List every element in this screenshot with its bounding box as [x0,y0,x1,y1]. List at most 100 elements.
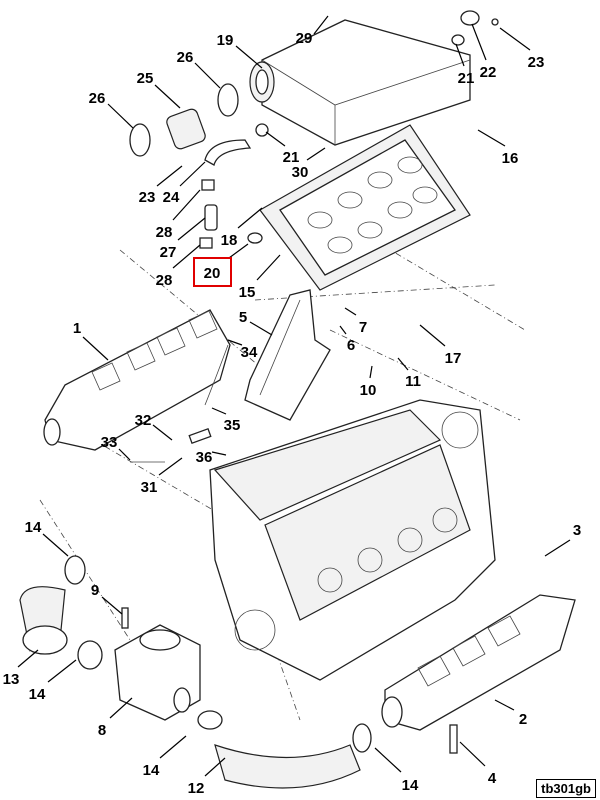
leader-line-1 [82,336,109,361]
callout-23: 23 [528,54,545,71]
callout-29: 29 [296,30,313,47]
leader-line-23 [156,165,183,187]
callout-26: 26 [89,90,106,107]
callout-24: 24 [163,189,180,206]
leader-line-24 [179,161,206,187]
leader-line-14 [47,659,77,683]
callout-17: 17 [445,350,462,367]
callout-7: 7 [359,319,367,336]
leader-line-16 [477,129,506,147]
leader-line-21 [455,43,465,67]
leader-line-10 [369,365,373,379]
figure-code: tb301gb [536,779,596,798]
callout-21: 21 [458,70,475,87]
callout-15: 15 [239,284,256,301]
bracket-part [244,289,331,421]
leader-line-20 [228,243,249,259]
callout-14: 14 [143,762,160,779]
leader-line-14 [42,533,69,557]
leader-line-17 [419,324,446,347]
callout-5: 5 [239,309,247,326]
leader-line-28 [172,244,201,269]
callout-8: 8 [98,722,106,739]
callout-26: 26 [177,49,194,66]
exhaust-elbow-part [114,624,201,721]
leader-line-13 [17,649,39,668]
leader-line-34 [227,339,243,346]
exhaust-manifold-right-part [381,594,576,754]
leader-line-3 [544,539,571,557]
leader-line-33 [118,448,131,461]
leader-line-21 [265,131,286,147]
callout-34: 34 [241,344,258,361]
leader-line-26 [194,62,221,89]
leader-line-31 [158,457,183,476]
leader-line-14 [159,735,187,759]
leader-line-18 [237,207,263,229]
callout-3: 3 [573,522,581,539]
leader-line-15 [256,254,281,281]
leader-line-7 [344,307,357,316]
callout-19: 19 [217,32,234,49]
oil-line-part [130,344,229,463]
callout-20: 20 [204,265,221,282]
leader-line-11 [397,357,409,371]
intake-plenum-part [259,124,471,291]
callout-28: 28 [156,272,173,289]
hose-and-clamps-part [129,10,499,157]
charge-air-cooler-part [249,19,471,146]
callout-9: 9 [91,582,99,599]
callout-23: 23 [139,189,156,206]
leader-line-19 [235,45,263,69]
callout-35: 35 [224,417,241,434]
engine-block-part [209,399,496,681]
callout-2: 2 [519,711,527,728]
callout-33: 33 [101,434,118,451]
callout-28: 28 [156,224,173,241]
callout-1: 1 [73,320,81,337]
callout-12: 12 [188,780,205,797]
leader-line-26 [107,103,134,129]
highlight-box [193,257,232,287]
callout-25: 25 [137,70,154,87]
callout-31: 31 [141,479,158,496]
callout-22: 22 [480,64,497,81]
leader-line-23 [499,27,531,51]
callout-30: 30 [292,164,309,181]
exhaust-manifold-left-part [43,309,231,451]
leader-line-27 [177,217,206,241]
crankcase-vent-tube-part [199,139,263,249]
callout-14: 14 [25,519,42,536]
callout-14: 14 [29,686,46,703]
leader-line-32 [152,424,173,441]
leader-line-25 [154,84,181,109]
leader-line-28 [172,189,201,221]
callout-32: 32 [135,412,152,429]
leader-line-30 [306,147,326,161]
callout-36: 36 [196,449,213,466]
callout-11: 11 [405,373,421,390]
callout-10: 10 [360,382,377,399]
leader-line-6 [339,325,347,335]
leader-lines [17,15,571,777]
callout-14: 14 [402,777,419,794]
callout-16: 16 [502,150,519,167]
callout-13: 13 [3,671,20,688]
leader-line-12 [204,757,226,777]
callout-18: 18 [221,232,238,249]
leader-line-2 [494,699,515,711]
callout-6: 6 [347,337,355,354]
leader-line-5 [249,321,273,336]
leader-line-8 [109,697,133,719]
callout-27: 27 [160,244,177,261]
leader-line-14 [374,747,402,773]
pipes-and-clamps-part [19,555,372,789]
callout-21: 21 [283,149,300,166]
leader-line-29 [313,15,329,35]
leader-line-4 [459,741,486,767]
leader-line-9 [101,596,123,615]
leader-line-36 [211,451,227,456]
